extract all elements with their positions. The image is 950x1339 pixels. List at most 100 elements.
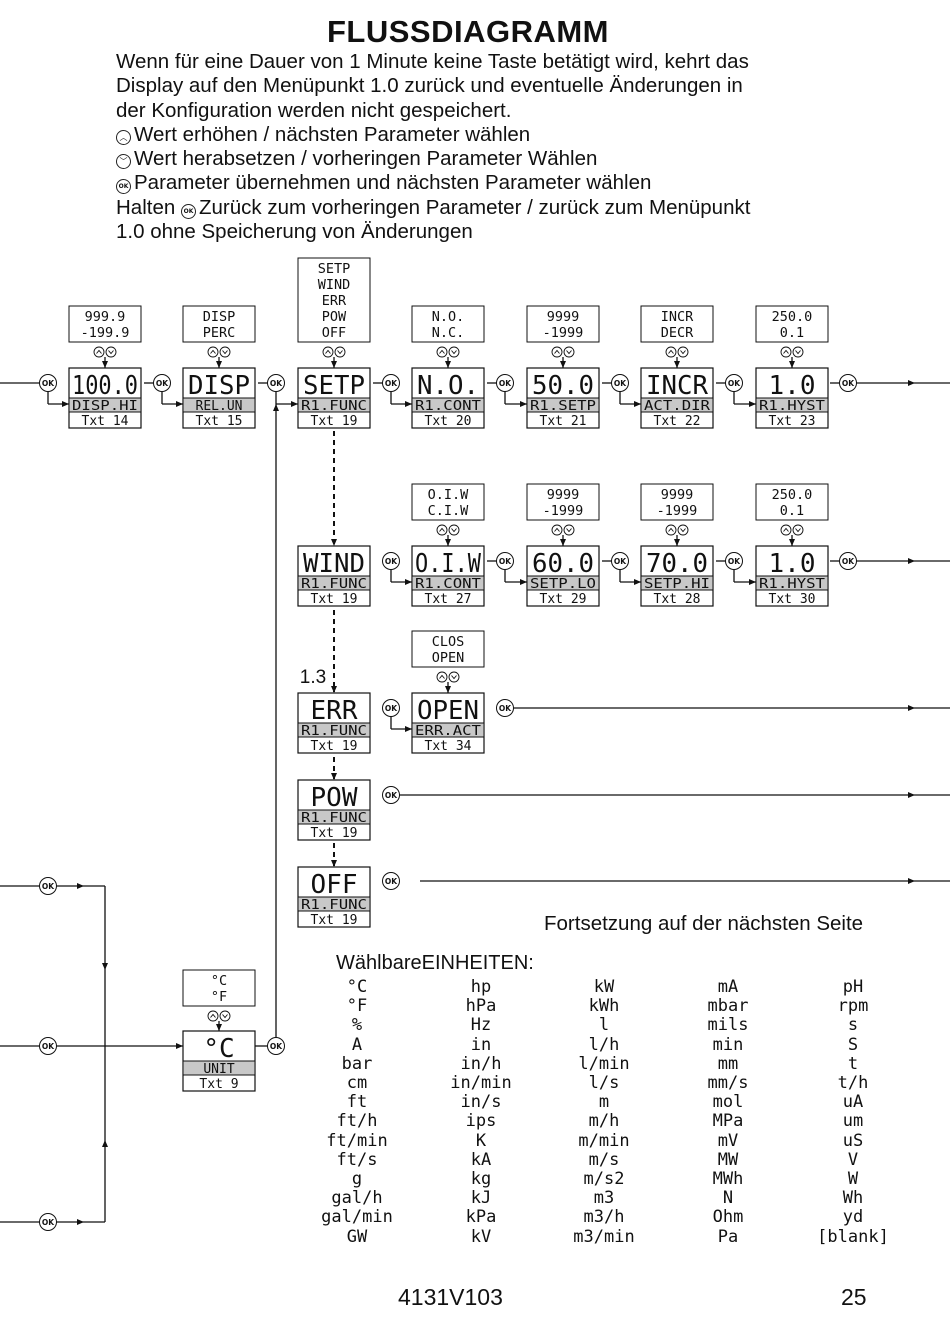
- ok-label: OK: [42, 379, 55, 388]
- chevron-up-icon: [665, 524, 677, 536]
- chevron-down-icon: [563, 524, 575, 536]
- legend-hold-cont: 1.0 ohne Speicherung von Änderungen: [116, 220, 473, 244]
- option-value: N.C.: [432, 325, 465, 341]
- unit-item: bar: [341, 1053, 373, 1074]
- chevron-down-icon: [677, 524, 689, 536]
- option-value: WIND: [318, 277, 351, 293]
- param-label: R1.FUNC: [301, 399, 367, 414]
- options-box: [526, 305, 600, 343]
- chevron-up-icon: [780, 524, 792, 536]
- ok-label: OK: [842, 557, 855, 566]
- unit-item: mol: [712, 1092, 744, 1113]
- option-value: PERC: [203, 325, 236, 341]
- arrow-right-icon: [908, 792, 915, 798]
- ok-label: OK: [385, 791, 398, 800]
- options-box: [297, 257, 371, 343]
- chevron-up-icon: [668, 527, 674, 532]
- unit-item: gal/min: [321, 1207, 393, 1228]
- intro-text: Wenn für eine Dauer von 1 Minute keine T…: [116, 50, 750, 244]
- unit-item: uA: [842, 1092, 864, 1113]
- chevron-up-icon: [439, 674, 445, 679]
- display-value: 100.0: [72, 371, 138, 401]
- chevron-down-icon: [219, 346, 231, 358]
- arrow-right-icon: [749, 401, 756, 407]
- chevron-up-icon: [325, 349, 331, 354]
- display-value: °C: [203, 1034, 234, 1064]
- chevron-down-icon: [448, 671, 460, 683]
- chevron-down-icon: [566, 350, 572, 355]
- unit-item: l/s: [588, 1073, 620, 1094]
- display-value: 60.0: [532, 549, 594, 579]
- unit-item: cm: [346, 1073, 368, 1094]
- chevron-up-icon: [96, 349, 102, 354]
- chevron-down-icon: [792, 524, 804, 536]
- ok-label: OK: [385, 379, 398, 388]
- chevron-down-icon: [219, 1010, 231, 1022]
- text-id: Txt 20: [425, 414, 472, 429]
- unit-item: mm: [717, 1053, 739, 1074]
- chevron-up-icon: [780, 346, 792, 358]
- chevron-up-icon: [439, 349, 445, 354]
- unit-item: [blank]: [817, 1226, 889, 1247]
- unit-item: kg: [470, 1169, 492, 1190]
- chevron-down-icon: [222, 1014, 228, 1019]
- unit-item: MW: [717, 1149, 739, 1170]
- param-label: R1.CONT: [415, 399, 481, 414]
- unit-item: ft/h: [336, 1111, 378, 1132]
- arrow-down-icon: [216, 1024, 222, 1031]
- text-id: Txt 19: [311, 913, 358, 928]
- param-label: R1.HYST: [759, 399, 825, 414]
- chevron-up-icon: [210, 1013, 216, 1018]
- arrow-down-icon: [445, 361, 451, 368]
- ok-label: OK: [385, 704, 398, 713]
- unit-item: A: [351, 1034, 363, 1055]
- chevron-up-icon: [436, 524, 448, 536]
- arrow-right-icon: [908, 705, 915, 711]
- chevron-up-icon: [668, 349, 674, 354]
- param-label: REL.UN: [196, 399, 243, 414]
- options-box: [755, 305, 829, 343]
- unit-item: m3/min: [573, 1226, 635, 1247]
- unit-item: kJ: [470, 1188, 492, 1209]
- chevron-up-icon: [783, 349, 789, 354]
- unit-item: W: [847, 1169, 859, 1190]
- unit-item: kV: [470, 1226, 492, 1247]
- unit-item: kA: [470, 1149, 492, 1170]
- unit-item: m/min: [578, 1130, 630, 1151]
- chevron-down-icon: [795, 350, 801, 355]
- option-value: -199.9: [81, 325, 130, 341]
- ok-label: OK: [42, 1042, 55, 1051]
- arrow-right-icon: [62, 401, 69, 407]
- unit-item: K: [475, 1130, 487, 1151]
- text-id: Txt 14: [82, 414, 129, 429]
- unit-item: V: [847, 1149, 859, 1170]
- param-label: R1.FUNC: [301, 724, 367, 739]
- chevron-down-icon: [792, 346, 804, 358]
- param-label: R1.CONT: [415, 577, 481, 592]
- unit-item: mbar: [707, 996, 749, 1017]
- option-value: INCR: [661, 309, 694, 325]
- legend-up: ︿Wert erhöhen / nächsten Parameter wähle…: [116, 123, 750, 147]
- unit-item: in/s: [460, 1092, 502, 1113]
- intro-line: Display auf den Menüpunkt 1.0 zurück und…: [116, 74, 743, 98]
- unit-item: MPa: [712, 1111, 744, 1132]
- display-value: 70.0: [646, 549, 708, 579]
- param-label: R1.FUNC: [301, 898, 367, 913]
- arrow-down-icon: [674, 361, 680, 368]
- option-value: -1999: [543, 503, 584, 519]
- unit-item: N: [722, 1188, 734, 1209]
- arrow-right-icon: [908, 380, 915, 386]
- legend-down: ﹀Wert herabsetzen / vorheringen Paramete…: [116, 147, 750, 171]
- chevron-down-icon: [677, 346, 689, 358]
- option-value: 250.0: [772, 487, 813, 503]
- arrow-right-icon: [176, 1043, 183, 1049]
- unit-item: Pa: [717, 1226, 739, 1247]
- option-value: ERR: [322, 293, 347, 309]
- chevron-down-icon: [566, 528, 572, 533]
- unit-item: S: [847, 1034, 859, 1055]
- arrow-right-icon: [405, 401, 412, 407]
- chevron-down-icon: [563, 346, 575, 358]
- chevron-down-icon: [680, 528, 686, 533]
